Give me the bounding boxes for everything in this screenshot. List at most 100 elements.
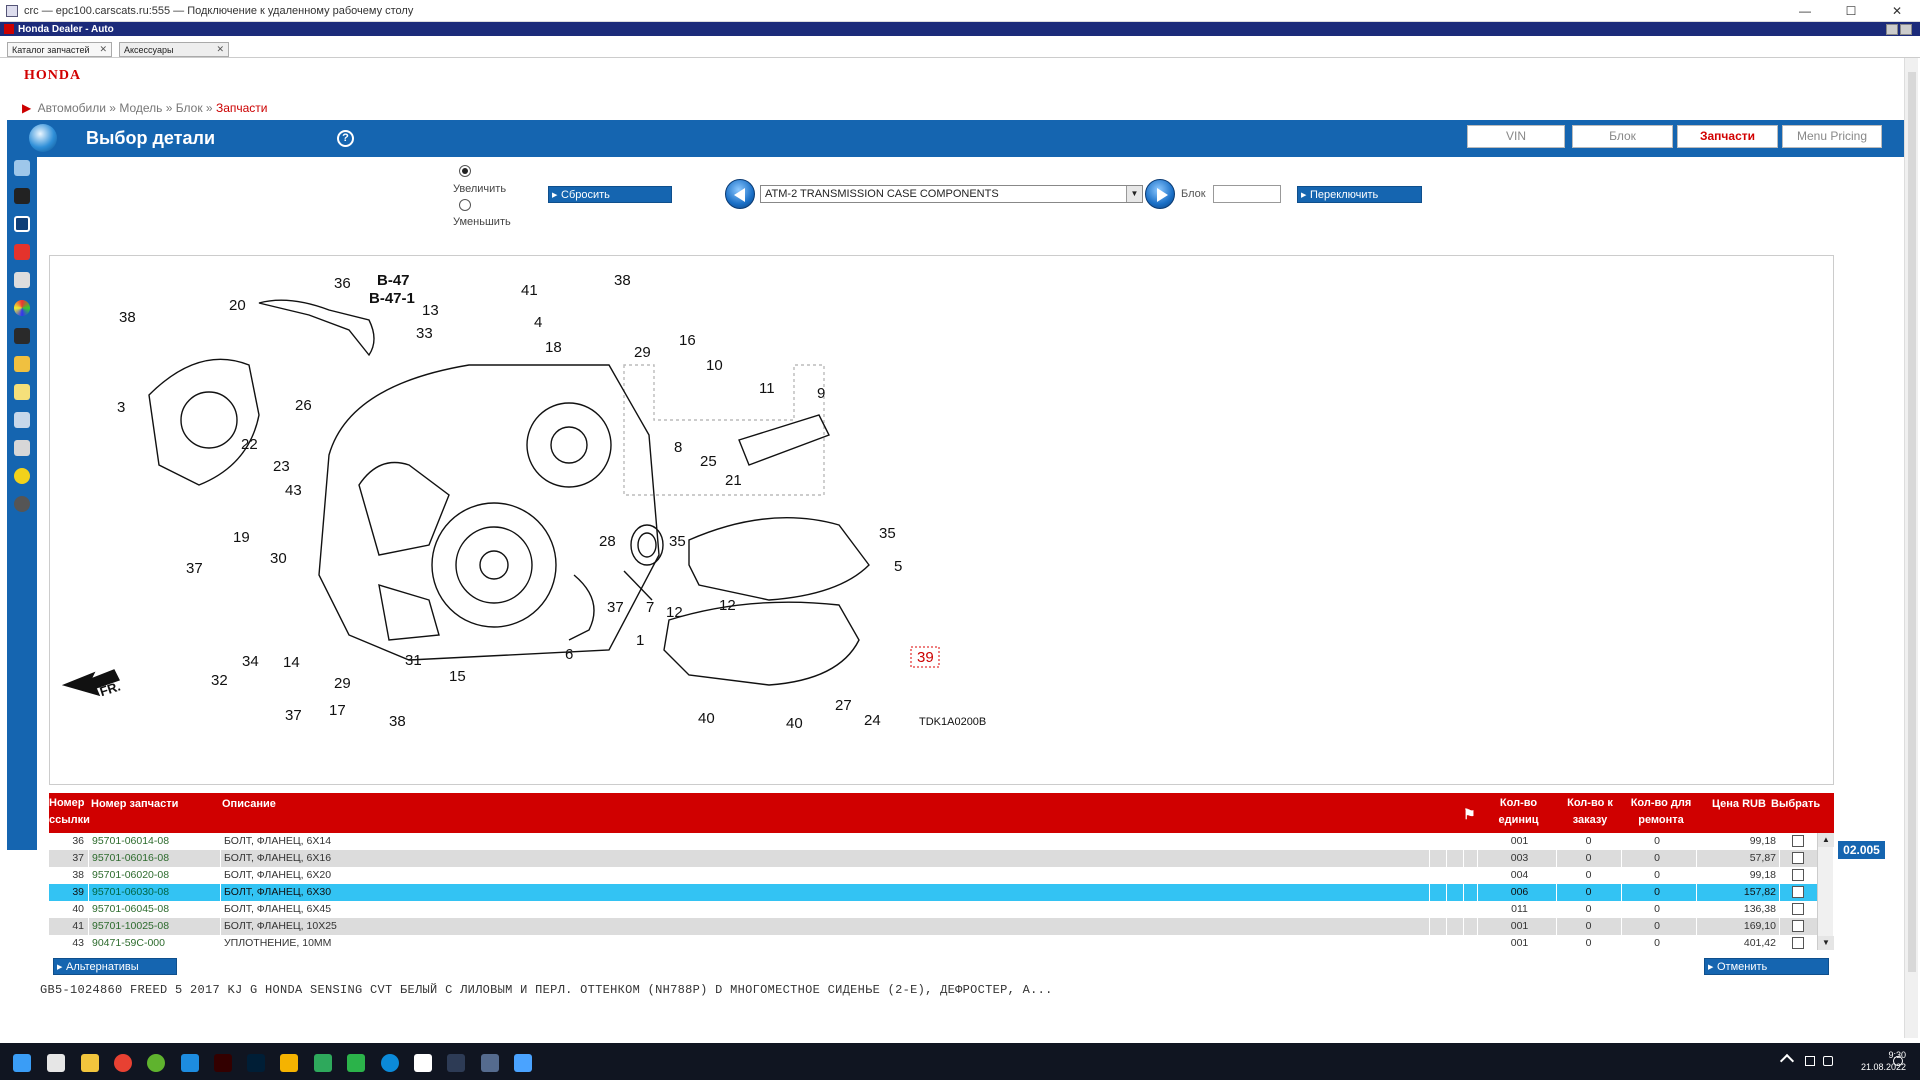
svg-text:38: 38 — [119, 309, 136, 326]
illustrator-icon[interactable] — [214, 1054, 232, 1072]
disc-icon[interactable] — [14, 496, 30, 512]
camera-icon[interactable] — [14, 188, 30, 204]
nav-block-button[interactable]: Блок — [1572, 125, 1673, 148]
document-icon[interactable] — [14, 272, 30, 288]
select-checkbox[interactable] — [1792, 886, 1804, 898]
scroll-up-icon[interactable]: ▲ — [1818, 833, 1834, 847]
block-input[interactable] — [1213, 185, 1281, 203]
cell-divider — [1463, 867, 1464, 884]
app-green-icon[interactable] — [147, 1054, 165, 1072]
tab-parts-catalog[interactable]: Каталог запчастей ✕ — [7, 42, 112, 57]
switch-button[interactable]: Переключить — [1297, 186, 1422, 204]
page-scrollbar[interactable] — [1904, 58, 1918, 1038]
warning-app-icon[interactable] — [280, 1054, 298, 1072]
notifications-icon[interactable] — [1893, 1056, 1903, 1066]
zoom-in-radio[interactable] — [459, 165, 471, 177]
color-wheel-icon[interactable] — [14, 300, 30, 316]
cell-divider — [88, 935, 89, 950]
close-tab-icon[interactable]: ✕ — [99, 44, 107, 54]
block-select[interactable]: ATM-2 TRANSMISSION CASE COMPONENTS ▼ — [760, 185, 1143, 203]
table-scrollbar[interactable]: ▲ ▼ — [1817, 833, 1834, 950]
breadcrumb-model[interactable]: Модель — [119, 101, 163, 115]
svg-text:40: 40 — [786, 715, 803, 732]
nav-parts-button[interactable]: Запчасти — [1677, 125, 1778, 148]
svg-text:16: 16 — [679, 332, 696, 349]
col-for-repair: Кол-во для ремонта — [1630, 797, 1692, 826]
vscode-icon[interactable] — [414, 1054, 432, 1072]
close-tab-icon[interactable]: ✕ — [216, 44, 224, 54]
select-checkbox[interactable] — [1792, 835, 1804, 847]
select-checkbox[interactable] — [1792, 920, 1804, 932]
help-icon[interactable]: ? — [337, 130, 354, 147]
print-icon[interactable] — [14, 440, 30, 456]
windows-start-icon[interactable] — [13, 1054, 31, 1072]
volume-icon[interactable] — [1823, 1056, 1833, 1066]
select-checkbox[interactable] — [1792, 903, 1804, 915]
file-explorer-icon[interactable] — [81, 1054, 99, 1072]
smiley-icon[interactable] — [14, 468, 30, 484]
photoshop-icon[interactable] — [247, 1054, 265, 1072]
diamond-app-icon[interactable] — [314, 1054, 332, 1072]
app-minimize-icon[interactable] — [1886, 23, 1898, 35]
ruler-icon[interactable] — [14, 384, 30, 400]
select-checkbox[interactable] — [1792, 937, 1804, 949]
chart-icon[interactable] — [14, 328, 30, 344]
close-icon[interactable]: ✕ — [1891, 3, 1903, 18]
chrome-icon[interactable] — [114, 1054, 132, 1072]
app-close-icon[interactable] — [1900, 23, 1912, 35]
edge-icon[interactable] — [381, 1054, 399, 1072]
remote-desktop-icon[interactable] — [447, 1054, 465, 1072]
cell-divider — [1621, 850, 1622, 867]
cell-price: 401,42 — [1743, 937, 1776, 949]
spreadsheet-app-icon[interactable] — [347, 1054, 365, 1072]
cancel-button[interactable]: Отменить — [1704, 958, 1829, 976]
select-checkbox[interactable] — [1792, 869, 1804, 881]
clock-time: 9:30 — [1888, 1050, 1906, 1060]
chevron-down-icon[interactable]: ▼ — [1126, 186, 1142, 202]
svg-text:33: 33 — [416, 325, 433, 342]
measure-icon[interactable] — [14, 216, 30, 232]
pages-icon[interactable] — [14, 412, 30, 428]
breadcrumb-block[interactable]: Блок — [175, 101, 203, 115]
tools-icon[interactable] — [14, 160, 30, 176]
alternatives-button[interactable]: Альтернативы — [53, 958, 177, 976]
network-icon[interactable] — [1805, 1056, 1815, 1066]
mail-app-icon[interactable] — [514, 1054, 532, 1072]
nav-menu-pricing-button[interactable]: Menu Pricing — [1782, 125, 1882, 148]
select-checkbox[interactable] — [1792, 852, 1804, 864]
svg-text:21: 21 — [725, 472, 742, 489]
tab-accessories[interactable]: Аксессуары ✕ — [119, 42, 229, 57]
cell-divider — [1696, 935, 1697, 950]
scroll-thumb[interactable] — [1908, 72, 1916, 972]
cell-price: 157,82 — [1743, 886, 1776, 898]
cell-divider — [1621, 935, 1622, 950]
nav-vin-button[interactable]: VIN — [1467, 125, 1565, 148]
cell-divider — [220, 850, 221, 867]
telegram-icon[interactable] — [181, 1054, 199, 1072]
cell-order: 0 — [1585, 903, 1592, 915]
clock[interactable]: 9:30 21.08.2022 — [1861, 1049, 1906, 1073]
next-block-icon[interactable] — [1145, 179, 1175, 209]
scroll-down-icon[interactable]: ▼ — [1818, 936, 1834, 950]
zoom-out-radio[interactable] — [459, 199, 471, 211]
paint-icon[interactable] — [14, 244, 30, 260]
honda-logo: HONDA — [24, 68, 82, 83]
prev-block-icon[interactable] — [725, 179, 755, 209]
tray-chevron-icon[interactable] — [1779, 1053, 1795, 1069]
rdp-session-icon[interactable] — [481, 1054, 499, 1072]
minimize-icon[interactable]: — — [1799, 3, 1811, 18]
maximize-icon[interactable]: ☐ — [1845, 3, 1857, 18]
svg-text:18: 18 — [545, 339, 562, 356]
reset-button[interactable]: Сбросить — [548, 186, 672, 204]
calculator-icon[interactable] — [47, 1054, 65, 1072]
vehicle-icon[interactable] — [14, 356, 30, 372]
breadcrumb-cars[interactable]: Автомобили — [37, 101, 106, 115]
